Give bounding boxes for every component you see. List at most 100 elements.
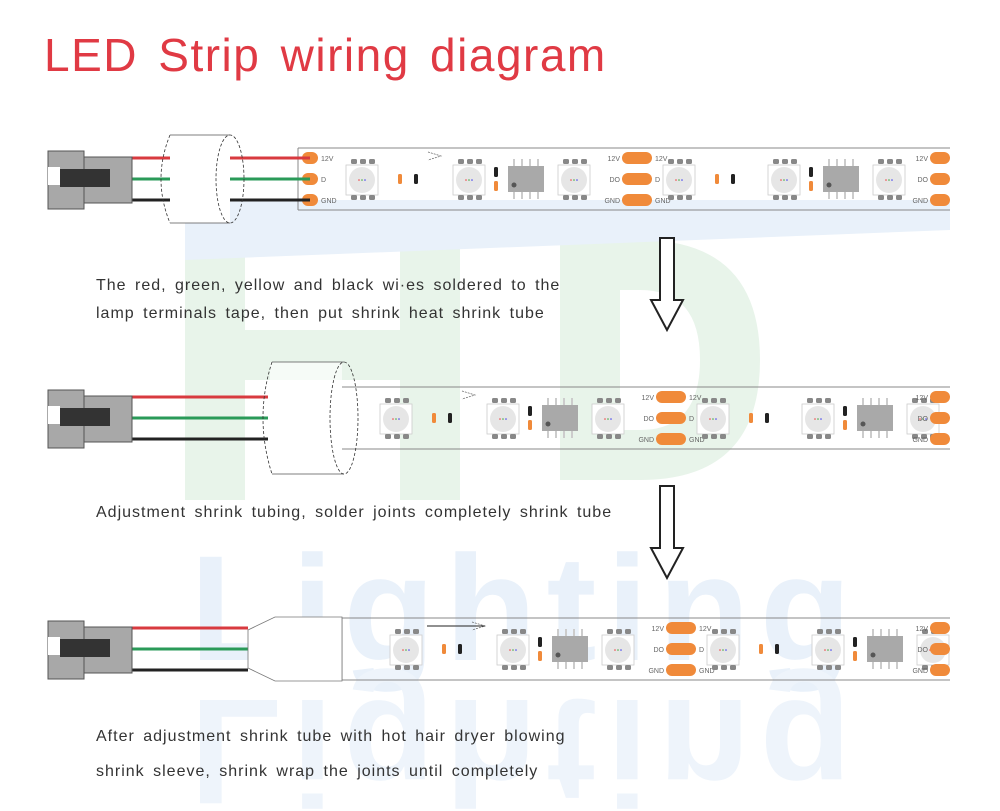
led-pin-bottom xyxy=(896,195,902,200)
led-die-g xyxy=(617,649,619,651)
down-arrow-icon xyxy=(649,237,685,333)
led-die-g xyxy=(573,179,575,181)
rgb-led xyxy=(706,629,740,670)
ic-leg-bottom xyxy=(888,661,890,669)
rgb-led xyxy=(662,159,696,200)
ic-resistor xyxy=(538,651,542,661)
ic-leg-bottom xyxy=(878,430,880,438)
led-pin-bottom xyxy=(413,665,419,670)
step3-caption-line1: After adjustment shrink tube with hot ha… xyxy=(96,728,566,745)
resistor xyxy=(759,644,763,654)
led-pin-bottom xyxy=(721,665,727,670)
ic-body xyxy=(857,405,893,431)
cut-pad-gnd xyxy=(622,194,652,206)
rgb-led xyxy=(601,629,635,670)
led-pin-top xyxy=(921,398,927,403)
led-die-r xyxy=(402,649,404,651)
led-pin-bottom xyxy=(625,665,631,670)
connector-plug xyxy=(47,620,133,680)
led-pin-top xyxy=(502,629,508,634)
output-pad-do xyxy=(930,643,950,655)
led-die-r xyxy=(499,418,501,420)
ic-leg-bottom xyxy=(555,430,557,438)
ic-leg-top xyxy=(852,159,854,167)
ic-leg-bottom xyxy=(872,661,874,669)
led-die-r xyxy=(814,418,816,420)
ic-leg-top xyxy=(878,398,880,406)
rgb-led xyxy=(452,159,486,200)
output-pad-12v xyxy=(930,391,950,403)
cut-pad-label-out: GND xyxy=(604,198,620,205)
cut-pad-label-out: DO xyxy=(644,416,655,423)
led-pin-bottom xyxy=(668,195,674,200)
output-pad-label: GND xyxy=(912,437,928,444)
led-pin-top xyxy=(878,159,884,164)
led-pin-top xyxy=(912,398,918,403)
led-pin-bottom xyxy=(816,434,822,439)
led-pin-top xyxy=(510,398,516,403)
led-pin-top xyxy=(615,398,621,403)
led-die-r xyxy=(780,179,782,181)
output-pad-12v xyxy=(930,622,950,634)
ic-leg-top xyxy=(872,629,874,637)
led-pin-top xyxy=(607,629,613,634)
led-pin-top xyxy=(395,629,401,634)
led-pin-top xyxy=(520,629,526,634)
led-pin-top xyxy=(817,629,823,634)
led-pin-top xyxy=(807,398,813,403)
step3-caption-line2: shrink sleeve, shrink wrap the joints un… xyxy=(96,763,539,780)
led-pin-bottom xyxy=(711,434,717,439)
ic-capacitor xyxy=(853,637,857,647)
led-pin-bottom xyxy=(581,195,587,200)
led-pin-bottom xyxy=(351,195,357,200)
ic-resistor xyxy=(494,181,498,191)
input-pad-label: D xyxy=(321,177,326,184)
ic-leg-top xyxy=(581,629,583,637)
led-pin-bottom xyxy=(921,434,927,439)
ic-leg-top xyxy=(862,398,864,406)
led-pin-bottom xyxy=(360,195,366,200)
capacitor xyxy=(731,174,735,184)
output-pad-do xyxy=(930,173,950,185)
ic-leg-top xyxy=(836,159,838,167)
led-die-r xyxy=(885,179,887,181)
ic-leg-bottom xyxy=(886,430,888,438)
led-pin-top xyxy=(730,629,736,634)
led-die-r xyxy=(675,179,677,181)
down-arrow-icon xyxy=(649,485,685,581)
led-pin-bottom xyxy=(492,434,498,439)
led-die-b xyxy=(681,179,683,181)
led-pin-top xyxy=(492,398,498,403)
led-die-r xyxy=(509,649,511,651)
led-die-g xyxy=(607,418,609,420)
ic-leg-top xyxy=(571,398,573,406)
resistor xyxy=(749,413,753,423)
ic-capacitor xyxy=(494,167,498,177)
ic-leg-top xyxy=(573,629,575,637)
ic-leg-bottom xyxy=(828,191,830,199)
output-pad-gnd xyxy=(930,433,950,445)
led-pin-bottom xyxy=(467,195,473,200)
cut-pad-label-in: GND xyxy=(689,437,705,444)
ic-leg-top xyxy=(529,159,531,167)
led-pin-bottom xyxy=(878,195,884,200)
led-pin-bottom xyxy=(394,434,400,439)
ic-leg-bottom xyxy=(870,430,872,438)
led-pin-top xyxy=(922,629,928,634)
led-pin-top xyxy=(668,159,674,164)
cut-pad-gnd xyxy=(666,664,696,676)
cut-pad-label-out: GND xyxy=(648,668,664,675)
led-die-r xyxy=(719,649,721,651)
page-title: LED Strip wiring diagram xyxy=(44,29,607,81)
led-pin-top xyxy=(351,159,357,164)
led-die-b xyxy=(820,418,822,420)
connector-slot xyxy=(48,167,60,185)
rgb-led xyxy=(591,398,625,439)
led-pin-top xyxy=(773,159,779,164)
capacitor xyxy=(775,644,779,654)
led-die-r xyxy=(570,179,572,181)
driver-ic xyxy=(528,398,578,438)
